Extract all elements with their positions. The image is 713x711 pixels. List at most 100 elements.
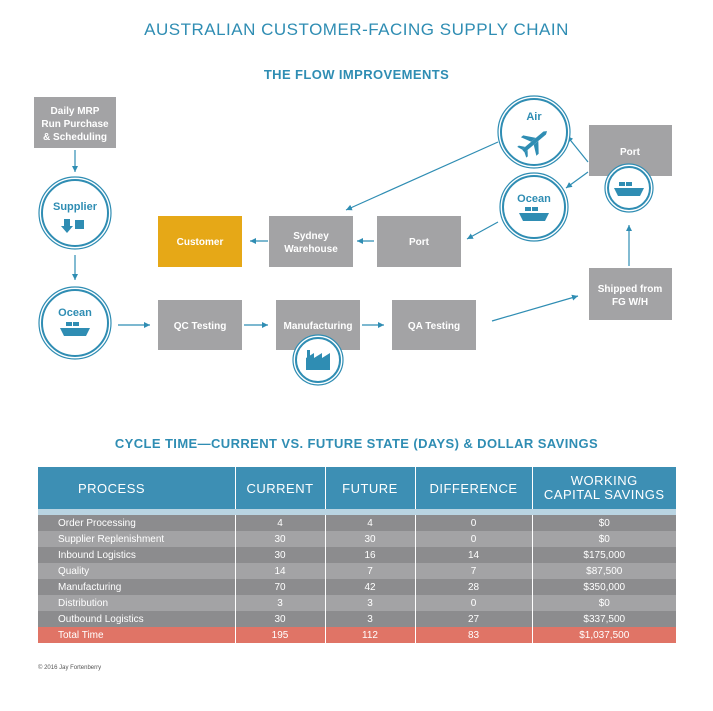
cell-savings: $87,500	[532, 563, 676, 579]
cell-current: 30	[235, 531, 326, 547]
cell-future: 30	[325, 531, 416, 547]
flow-arrows	[72, 135, 632, 328]
factory-node	[292, 334, 344, 386]
cell-current: 4	[235, 512, 326, 531]
port-ship-node	[604, 163, 654, 213]
header-current: CURRENT	[235, 467, 326, 515]
table-row: Inbound Logistics 30 16 14 $175,000	[38, 547, 676, 563]
air-node: Air	[497, 95, 571, 169]
cell-current: 30	[235, 611, 326, 627]
cell-difference: 0	[415, 512, 533, 531]
sydney-line-2: Warehouse	[284, 244, 338, 255]
table-row: Distribution 3 3 0 $0	[38, 595, 676, 611]
cell-process: Quality	[38, 563, 236, 579]
port-mid-box: Port	[377, 216, 461, 267]
cell-future: 7	[325, 563, 416, 579]
customer-label: Customer	[177, 237, 224, 248]
cell-savings: $1,037,500	[532, 627, 676, 643]
sydney-warehouse-box: Sydney Warehouse	[269, 216, 353, 267]
qa-testing-box: QA Testing	[392, 300, 476, 350]
qc-testing-box: QC Testing	[158, 300, 242, 350]
table-row: Order Processing 4 4 0 $0	[38, 512, 676, 531]
port-mid-label: Port	[409, 237, 430, 248]
cell-savings: $0	[532, 595, 676, 611]
arrow-ocean-port	[466, 221, 499, 240]
cell-savings: $0	[532, 512, 676, 531]
arrow-port-air	[566, 135, 589, 163]
flow-diagram: Daily MRP Run Purchase & Scheduling Supp…	[34, 95, 672, 386]
cell-process: Order Processing	[38, 512, 236, 531]
header-working-line-2: CAPITAL SAVINGS	[543, 487, 665, 502]
qa-label: QA Testing	[408, 321, 460, 332]
cell-current: 70	[235, 579, 326, 595]
ship-icon	[614, 182, 644, 196]
header-working-capital: WORKING CAPITAL SAVINGS	[532, 467, 676, 515]
mrp-line-3: & Scheduling	[43, 132, 107, 143]
factory-icon	[306, 350, 330, 370]
cell-current: 30	[235, 547, 326, 563]
cell-difference: 83	[415, 627, 533, 643]
cell-savings: $175,000	[532, 547, 676, 563]
table-row: Manufacturing 70 42 28 $350,000	[38, 579, 676, 595]
cell-process: Inbound Logistics	[38, 547, 236, 563]
cell-difference: 27	[415, 611, 533, 627]
arrow-air-sydney	[345, 141, 499, 211]
cell-current: 3	[235, 595, 326, 611]
header-process: PROCESS	[38, 467, 236, 515]
ocean-left-label: Ocean	[58, 307, 92, 319]
header-working-line-1: WORKING	[570, 473, 638, 488]
cell-future: 3	[325, 611, 416, 627]
shipped-line-2: FG W/H	[612, 297, 648, 308]
customer-box: Customer	[158, 216, 242, 267]
page-title: AUSTRALIAN CUSTOMER-FACING SUPPLY CHAIN	[144, 20, 569, 39]
table-row: Outbound Logistics 30 3 27 $337,500	[38, 611, 676, 627]
ship-icon	[519, 207, 549, 221]
table-title: CYCLE TIME—CURRENT VS. FUTURE STATE (DAY…	[114, 436, 599, 451]
ship-icon	[60, 322, 90, 336]
cell-difference: 0	[415, 595, 533, 611]
ocean-left-node: Ocean	[38, 286, 112, 360]
ocean-right-label: Ocean	[517, 193, 551, 205]
supplier-icon	[61, 219, 84, 233]
sydney-line-1: Sydney	[293, 231, 329, 242]
table-header-row: PROCESS CURRENT FUTURE DIFFERENCE WORKIN…	[38, 467, 676, 515]
cell-savings: $350,000	[532, 579, 676, 595]
cell-difference: 7	[415, 563, 533, 579]
cell-process: Outbound Logistics	[38, 611, 236, 627]
supplier-node: Supplier	[38, 176, 112, 250]
cell-difference: 0	[415, 531, 533, 547]
cell-difference: 14	[415, 547, 533, 563]
arrow-qa-shipped	[491, 294, 579, 322]
flow-subtitle: THE FLOW IMPROVEMENTS	[263, 67, 450, 82]
mrp-line-2: Run Purchase	[41, 119, 109, 130]
airplane-icon	[517, 131, 548, 158]
cell-savings: $337,500	[532, 611, 676, 627]
table-row: Quality 14 7 7 $87,500	[38, 563, 676, 579]
header-future: FUTURE	[325, 467, 416, 515]
port-right-label: Port	[620, 147, 641, 158]
qc-label: QC Testing	[174, 321, 227, 332]
cell-process: Total Time	[38, 627, 236, 643]
copyright: © 2016 Jay Fortenberry	[38, 665, 102, 671]
cell-process: Supplier Replenishment	[38, 531, 236, 547]
mrp-box: Daily MRP Run Purchase & Scheduling	[34, 97, 116, 148]
cell-savings: $0	[532, 531, 676, 547]
mrp-line-1: Daily MRP	[51, 106, 100, 117]
shipped-line-1: Shipped from	[598, 284, 663, 295]
air-label: Air	[526, 111, 542, 123]
manufacturing-label: Manufacturing	[284, 321, 353, 332]
shipped-box: Shipped from FG W/H	[589, 268, 672, 320]
cell-future: 16	[325, 547, 416, 563]
table-total-row: Total Time 195 112 83 $1,037,500	[38, 627, 676, 643]
cell-future: 112	[325, 627, 416, 643]
cell-process: Manufacturing	[38, 579, 236, 595]
table-row: Supplier Replenishment 30 30 0 $0	[38, 531, 676, 547]
cell-current: 14	[235, 563, 326, 579]
cell-difference: 28	[415, 579, 533, 595]
cycle-time-table: PROCESS CURRENT FUTURE DIFFERENCE WORKIN…	[38, 467, 676, 643]
cell-future: 42	[325, 579, 416, 595]
header-difference: DIFFERENCE	[415, 467, 533, 515]
cell-future: 3	[325, 595, 416, 611]
cell-process: Distribution	[38, 595, 236, 611]
supplier-label: Supplier	[53, 201, 98, 213]
